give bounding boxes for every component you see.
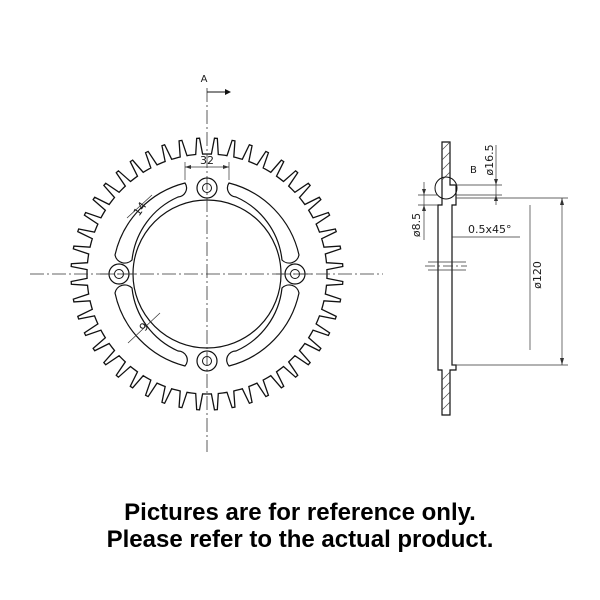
sprocket-tooth-profile — [70, 137, 344, 411]
detail-circle — [434, 176, 458, 200]
svg-text:ø8.5: ø8.5 — [410, 213, 423, 237]
sprocket-front-view: A 32 14 9 — [30, 74, 383, 452]
disclaimer-line-1: Pictures are for reference only. — [124, 499, 476, 526]
side-profile — [437, 141, 457, 416]
hub-step-dimension: ø16.5 — [456, 144, 502, 205]
slot-width-dimension: 14 — [126, 194, 153, 218]
lightening-slot-bottom-left — [114, 284, 188, 367]
bolt-spacing-dimension: 32 — [184, 154, 230, 180]
disclaimer-line-2: Please refer to the actual product. — [106, 526, 494, 553]
center-bore-dimension: ø120 — [452, 197, 568, 366]
svg-text:ø16.5: ø16.5 — [483, 144, 496, 175]
svg-text:B: B — [470, 165, 477, 176]
section-marker: A — [201, 74, 231, 95]
section-hatching — [441, 141, 451, 411]
chamfer-dimension: 0.5x45° — [452, 223, 520, 238]
svg-text:0.5x45°: 0.5x45° — [468, 223, 512, 236]
lightening-slot-top-left — [114, 182, 188, 264]
center-tick — [428, 261, 466, 271]
slot-width-dimension: 9 — [127, 312, 161, 344]
bolt-hole-diameter-dimension: ø8.5 — [410, 182, 438, 240]
svg-text:32: 32 — [200, 154, 214, 167]
lightening-slot-bottom-right — [226, 284, 300, 367]
lightening-slot-top-right — [226, 182, 300, 264]
svg-text:ø120: ø120 — [531, 261, 544, 289]
svg-text:A: A — [201, 74, 208, 85]
sprocket-technical-drawing: A 32 14 9 — [30, 74, 568, 452]
sprocket-side-view: B ø16.5 ø8.5 0.5x45° — [410, 141, 568, 416]
center-lines — [30, 88, 383, 452]
